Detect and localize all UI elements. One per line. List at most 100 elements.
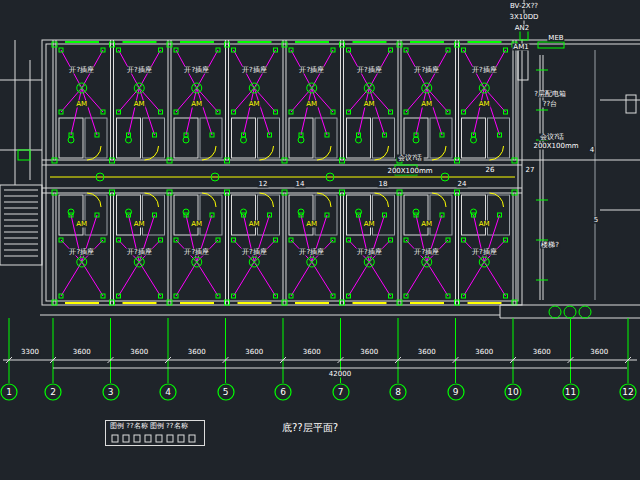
annotation: 楼梯? bbox=[540, 242, 560, 249]
lamp-symbol bbox=[249, 83, 259, 93]
socket-symbol bbox=[117, 238, 121, 242]
lamp-symbol bbox=[251, 259, 258, 266]
window bbox=[238, 41, 272, 43]
lamp-symbol bbox=[326, 173, 334, 181]
stair-step bbox=[4, 226, 38, 227]
lamp-symbol bbox=[193, 259, 200, 266]
wiring bbox=[61, 262, 82, 296]
socket-symbol bbox=[101, 110, 105, 114]
lamp-symbol bbox=[251, 259, 258, 266]
column-mark bbox=[397, 190, 402, 195]
socket-symbol bbox=[159, 110, 163, 114]
wardrobe bbox=[200, 118, 222, 158]
socket-symbol bbox=[274, 294, 278, 298]
column-mark bbox=[282, 42, 287, 47]
wiring bbox=[312, 262, 333, 296]
dimension: 3600 bbox=[187, 349, 207, 356]
socket-symbol bbox=[325, 213, 329, 217]
column-mark bbox=[52, 300, 57, 305]
socket-symbol bbox=[232, 294, 236, 298]
callout-number: 12 bbox=[258, 181, 269, 188]
lamp-symbol bbox=[77, 257, 87, 267]
axis-bubble: 7 bbox=[332, 383, 350, 401]
socket-symbol bbox=[440, 213, 444, 217]
lamp-symbol bbox=[308, 85, 315, 92]
wall-line bbox=[42, 188, 522, 189]
axis-number: 4 bbox=[165, 388, 171, 397]
circuit-tag: AM bbox=[363, 101, 376, 108]
axis-circle bbox=[563, 384, 579, 400]
annotation: 会议?话 bbox=[539, 134, 566, 141]
dimension: 42000 bbox=[328, 371, 352, 378]
bathroom-wall bbox=[462, 118, 486, 158]
socket-symbol bbox=[383, 213, 387, 217]
dimension: 3600 bbox=[589, 349, 609, 356]
wall-line bbox=[458, 193, 459, 305]
door-swing bbox=[317, 193, 331, 207]
stair-step bbox=[4, 208, 38, 209]
wall-line bbox=[30, 60, 31, 180]
lamp-symbol bbox=[183, 137, 189, 143]
axis-number: 1 bbox=[6, 388, 12, 397]
axis-bubble: 5 bbox=[217, 383, 235, 401]
wardrobe bbox=[200, 195, 222, 235]
bathroom-wall bbox=[174, 118, 198, 158]
meter-box bbox=[520, 30, 528, 40]
axis-number: 10 bbox=[507, 388, 518, 397]
wall-line bbox=[516, 193, 517, 305]
annotation: 200X100mm bbox=[386, 168, 433, 175]
annotation: ?层配电箱 bbox=[533, 91, 567, 98]
axis-bubble: 12 bbox=[619, 383, 637, 401]
wardrobe bbox=[315, 118, 337, 158]
legend-cell bbox=[178, 435, 184, 442]
bathroom-wall bbox=[59, 195, 83, 235]
circuit-tag: AM bbox=[420, 101, 433, 108]
window bbox=[468, 41, 502, 43]
room-label: 开?插座 bbox=[183, 67, 210, 74]
dimension-line bbox=[3, 360, 637, 361]
socket-symbol bbox=[446, 238, 450, 242]
stair-wall bbox=[0, 185, 42, 265]
window bbox=[238, 302, 272, 304]
door-swing bbox=[145, 193, 159, 207]
lamp-symbol bbox=[307, 257, 317, 267]
socket-symbol bbox=[446, 110, 450, 114]
socket-symbol bbox=[59, 110, 63, 114]
grid-line bbox=[110, 318, 111, 383]
meb-bar bbox=[538, 42, 564, 48]
socket-symbol bbox=[274, 48, 278, 52]
column-mark bbox=[282, 300, 287, 305]
socket-symbol bbox=[184, 133, 188, 137]
socket-symbol bbox=[347, 48, 351, 52]
room-label: 开?插座 bbox=[298, 249, 325, 256]
wiring bbox=[369, 88, 384, 135]
socket-symbol bbox=[331, 238, 335, 242]
column-mark bbox=[455, 300, 460, 305]
socket-symbol bbox=[232, 48, 236, 52]
lamp-symbol bbox=[192, 83, 202, 93]
door-swing bbox=[260, 193, 274, 207]
lamp-symbol bbox=[136, 85, 143, 92]
socket-symbol bbox=[289, 110, 293, 114]
circuit-tag: AM bbox=[305, 221, 318, 228]
lamp-symbol bbox=[241, 137, 247, 143]
dimension: 3600 bbox=[244, 349, 264, 356]
lamp-symbol bbox=[134, 83, 144, 93]
wardrobe bbox=[258, 195, 280, 235]
window bbox=[353, 302, 387, 304]
dimension: 3600 bbox=[474, 349, 494, 356]
window bbox=[295, 41, 329, 43]
wall-line bbox=[401, 193, 402, 305]
wall-line bbox=[283, 193, 284, 305]
column-mark bbox=[455, 190, 460, 195]
callout-number: 24 bbox=[457, 181, 468, 188]
wall-line bbox=[228, 193, 229, 305]
window bbox=[180, 41, 214, 43]
axis-number: 8 bbox=[395, 388, 401, 397]
column-mark bbox=[167, 42, 172, 47]
annotation: MEB bbox=[547, 35, 564, 42]
wiring bbox=[369, 262, 390, 296]
wiring bbox=[416, 88, 427, 135]
axis-number: 2 bbox=[50, 388, 56, 397]
dimension: 3600 bbox=[359, 349, 379, 356]
